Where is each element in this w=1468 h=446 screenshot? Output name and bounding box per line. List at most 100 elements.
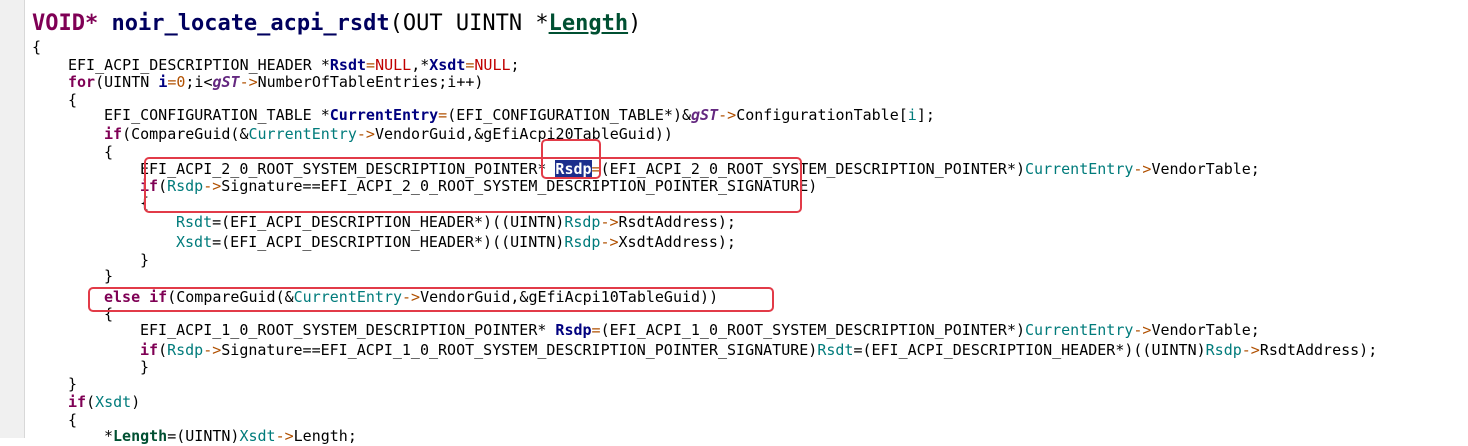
code-token: Xsdt <box>429 56 466 74</box>
code-token: } <box>104 267 114 285</box>
code-token: { <box>32 38 42 56</box>
code-line: Xsdt=(EFI_ACPI_DESCRIPTION_HEADER*)((UIN… <box>176 232 736 252</box>
code-token: 0 <box>176 73 186 91</box>
code-token: -> <box>203 341 222 359</box>
code-token: gST <box>212 73 240 91</box>
code-line: { <box>68 410 77 430</box>
code-token: ; <box>510 56 520 74</box>
code-token: { <box>68 91 78 109</box>
code-token: NULL <box>375 56 412 74</box>
code-token: Length; <box>293 427 357 445</box>
code-token: Xsdt <box>95 393 132 411</box>
code-token: Xsdt <box>176 233 213 251</box>
code-token: if <box>104 125 123 143</box>
code-token: ( <box>158 177 168 195</box>
code-token: ) <box>628 11 642 36</box>
selected-token: Rsdp <box>555 160 592 178</box>
code-token: -> <box>1133 321 1152 339</box>
code-line: EFI_ACPI_1_0_ROOT_SYSTEM_DESCRIPTION_POI… <box>140 320 1260 340</box>
code-token: Rsdp <box>1205 341 1242 359</box>
code-token: XsdtAddress); <box>618 233 736 251</box>
code-token: Signature==EFI_ACPI_2_0_ROOT_SYSTEM_DESC… <box>221 177 818 195</box>
code-token: =(EFI_ACPI_DESCRIPTION_HEADER*)((UINTN) <box>853 341 1206 359</box>
code-token: -> <box>239 73 258 91</box>
code-token: (CompareGuid(& <box>167 288 294 306</box>
code-token: gST <box>691 106 719 124</box>
code-token: -> <box>1241 341 1260 359</box>
code-token: Rsdp <box>564 213 601 231</box>
code-token: { <box>104 143 114 161</box>
code-line: EFI_CONFIGURATION_TABLE *CurrentEntry=(E… <box>104 105 935 125</box>
code-token <box>98 11 111 36</box>
code-token: else if <box>104 288 168 306</box>
code-line: for(UINTN i=0;i<gST->NumberOfTableEntrie… <box>68 72 483 92</box>
code-token: ;i< <box>185 73 213 91</box>
code-line: } <box>68 374 77 394</box>
code-token: } <box>68 375 78 393</box>
code-token: =(UINTN) <box>167 427 240 445</box>
code-token: ]; <box>916 106 935 124</box>
code-token: Length <box>113 427 168 445</box>
code-token: RsdtAddress); <box>618 213 736 231</box>
code-token: = <box>366 56 376 74</box>
code-token: NULL <box>474 56 511 74</box>
code-token: Rsdt <box>176 213 213 231</box>
code-token: if <box>140 341 159 359</box>
code-line: EFI_ACPI_2_0_ROOT_SYSTEM_DESCRIPTION_POI… <box>140 159 1260 179</box>
code-token: -> <box>275 427 294 445</box>
code-token: Rsdp <box>167 177 204 195</box>
code-token: { <box>104 305 114 323</box>
code-token: VendorGuid,&gEfiAcpi10TableGuid)) <box>420 288 719 306</box>
code-token: VendorTable; <box>1151 160 1260 178</box>
code-token: = <box>591 321 601 339</box>
code-line: if(Xsdt) <box>68 392 140 412</box>
code-line: { <box>68 90 77 110</box>
code-line: { <box>140 193 149 213</box>
code-line: if(Rsdp->Signature==EFI_ACPI_2_0_ROOT_SY… <box>140 176 817 196</box>
code-line: EFI_ACPI_DESCRIPTION_HEADER *Rsdt=NULL,*… <box>68 55 520 75</box>
code-token: EFI_ACPI_2_0_ROOT_SYSTEM_DESCRIPTION_POI… <box>140 160 556 178</box>
code-token: -> <box>600 233 619 251</box>
code-line: { <box>32 37 41 57</box>
code-token: ,* <box>411 56 430 74</box>
code-token: -> <box>600 213 619 231</box>
code-token: (CompareGuid(& <box>122 125 249 143</box>
code-token: VOID* <box>32 11 99 36</box>
code-token: { <box>140 194 150 212</box>
code-line: Rsdt=(EFI_ACPI_DESCRIPTION_HEADER*)((UIN… <box>176 212 736 232</box>
code-token: -> <box>1133 160 1152 178</box>
code-token: } <box>140 251 150 269</box>
code-line: } <box>140 357 149 377</box>
code-line: if(CompareGuid(&CurrentEntry->VendorGuid… <box>104 124 673 144</box>
code-token: ) <box>131 393 141 411</box>
code-token: CurrentEntry <box>1025 321 1134 339</box>
code-token: Rsdt <box>817 341 854 359</box>
code-token: Rsdp <box>564 233 601 251</box>
code-token: = <box>167 73 177 91</box>
code-token: CurrentEntry <box>329 106 439 124</box>
code-token: =(EFI_ACPI_DESCRIPTION_HEADER*)((UINTN) <box>212 213 565 231</box>
code-token: CurrentEntry <box>248 125 357 143</box>
code-token: (EFI_ACPI_1_0_ROOT_SYSTEM_DESCRIPTION_PO… <box>600 321 1026 339</box>
code-token: = <box>438 106 448 124</box>
code-token: EFI_CONFIGURATION_TABLE * <box>104 106 330 124</box>
code-line: { <box>104 304 113 324</box>
code-token: Rsdt <box>329 56 367 74</box>
code-token: VendorTable; <box>1151 321 1260 339</box>
code-token: (UINTN <box>95 73 159 91</box>
code-token: if <box>68 393 87 411</box>
code-token: = <box>465 56 475 74</box>
code-line: else if(CompareGuid(&CurrentEntry->Vendo… <box>104 287 718 307</box>
editor-gutter <box>0 0 25 438</box>
code-token: -> <box>356 125 375 143</box>
code-token: Signature==EFI_ACPI_1_0_ROOT_SYSTEM_DESC… <box>221 341 818 359</box>
code-token: } <box>140 358 150 376</box>
code-token: i <box>158 73 168 91</box>
code-token: noir_locate_acpi_rsdt <box>111 11 390 36</box>
code-token: (EFI_ACPI_2_0_ROOT_SYSTEM_DESCRIPTION_PO… <box>600 160 1026 178</box>
code-token: { <box>68 411 78 429</box>
code-token: RsdtAddress); <box>1259 341 1378 359</box>
code-line: *Length=(UINTN)Xsdt->Length; <box>104 426 357 446</box>
code-token: ( <box>158 341 168 359</box>
